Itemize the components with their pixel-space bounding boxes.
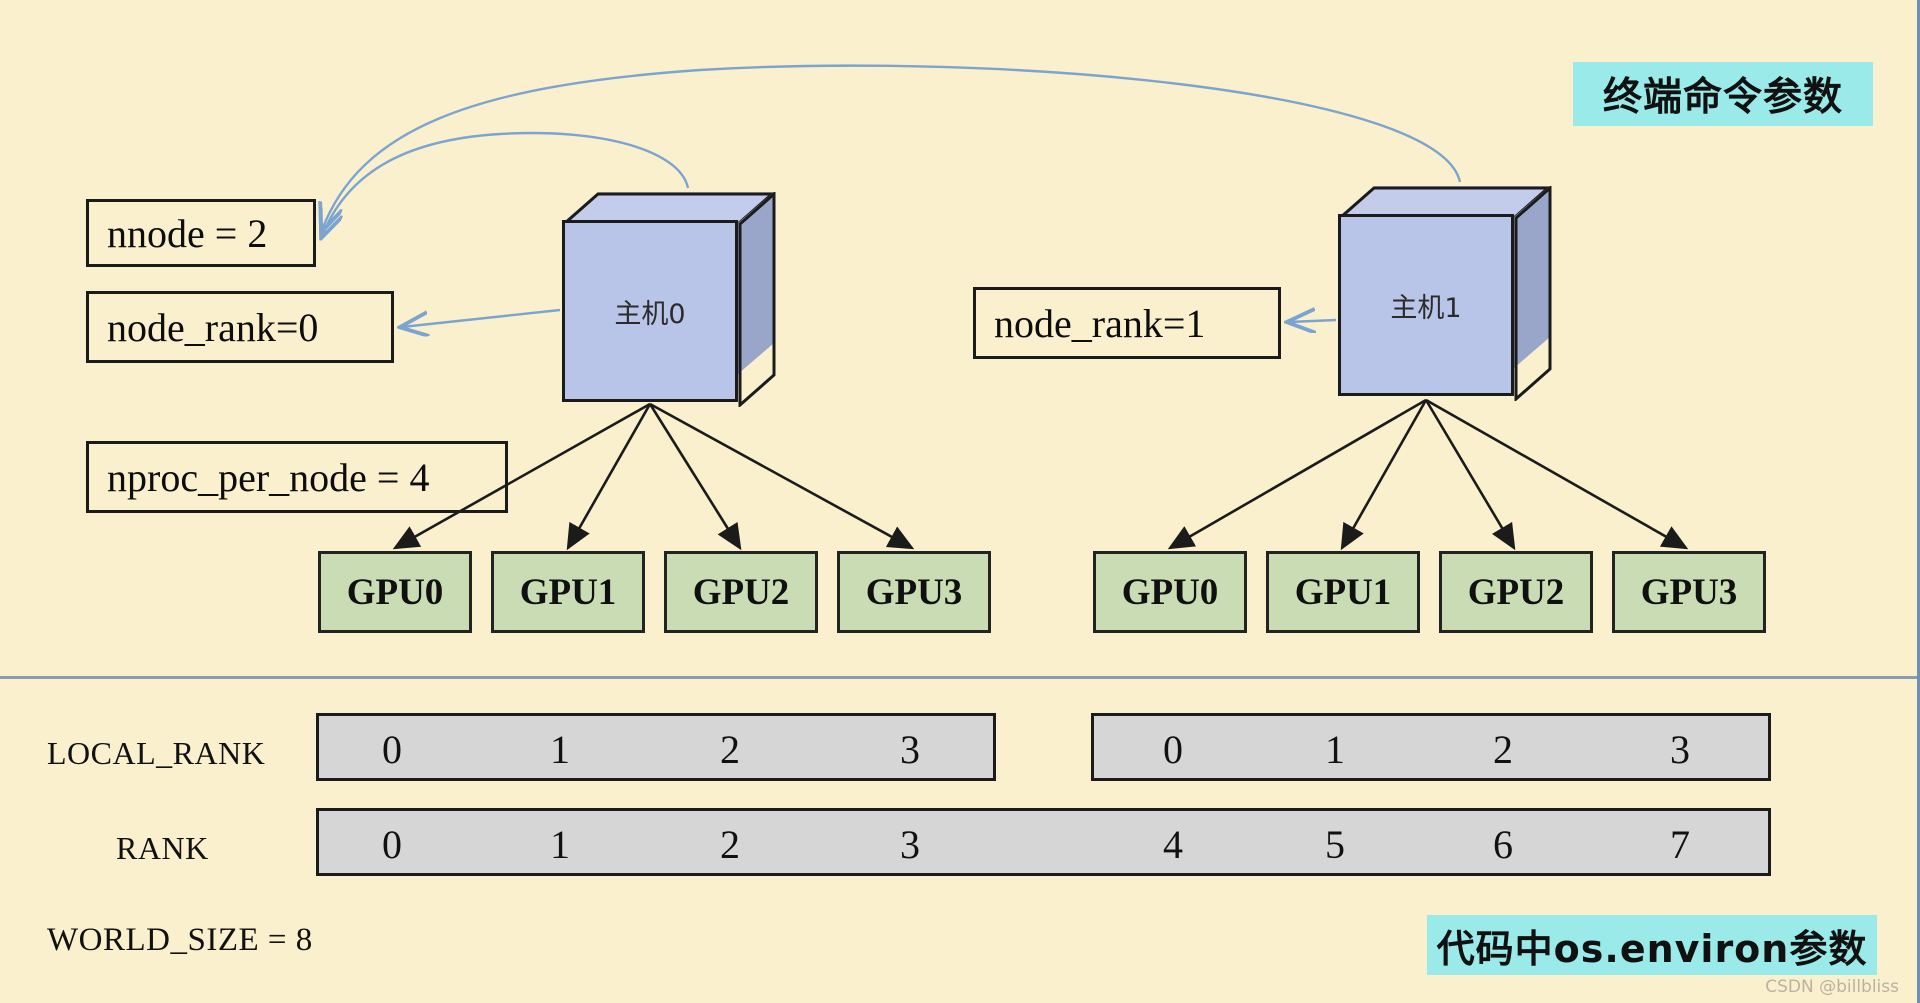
gpu-box-node0-2: GPU2 bbox=[664, 551, 818, 633]
gpu-box-node0-0: GPU0 bbox=[318, 551, 472, 633]
gpu-box-node0-3: GPU3 bbox=[837, 551, 991, 633]
badge-environ-params: 代码中os.environ参数 bbox=[1427, 915, 1877, 975]
host-label-1: 主机1 bbox=[1338, 214, 1514, 396]
cell-local-rank-n0-2: 2 bbox=[720, 727, 740, 772]
cell-local-rank-n0-3: 3 bbox=[900, 727, 920, 772]
row-label-local-rank: LOCAL_RANK bbox=[47, 735, 266, 771]
param-box-nproc-per-node: nproc_per_node = 4 bbox=[86, 441, 508, 513]
param-box-nnode: nnode = 2 bbox=[86, 199, 316, 267]
gpu-box-node1-3: GPU3 bbox=[1612, 551, 1766, 633]
wire-host1-to-noderank1 bbox=[1289, 320, 1337, 322]
cell-rank-n0-3: 3 bbox=[900, 822, 920, 867]
cell-rank-n1-3: 7 bbox=[1670, 822, 1690, 867]
wire-host1-gpu1 bbox=[1340, 399, 1428, 551]
cell-rank-n1-0: 4 bbox=[1163, 822, 1183, 867]
host-box-side-outline bbox=[1514, 186, 1552, 401]
gpu-box-node1-2: GPU2 bbox=[1439, 551, 1593, 633]
cell-rank-n1-2: 6 bbox=[1493, 822, 1513, 867]
rank-bar-local-rank-node0 bbox=[316, 713, 996, 781]
row-label-rank: RANK bbox=[116, 830, 209, 866]
wire-host1-gpu2 bbox=[1424, 399, 1516, 551]
host-label-0: 主机0 bbox=[562, 220, 738, 402]
world-size-label: WORLD_SIZE = 8 bbox=[47, 922, 313, 958]
cell-local-rank-n0-0: 0 bbox=[382, 727, 402, 772]
section-divider bbox=[0, 676, 1917, 679]
wire-host0-gpu2 bbox=[648, 403, 742, 551]
rank-bar-local-rank-node1 bbox=[1091, 713, 1771, 781]
param-box-node-rank-1: node_rank=1 bbox=[973, 287, 1281, 359]
gpu-box-node1-1: GPU1 bbox=[1266, 551, 1420, 633]
rank-bar-rank-all bbox=[316, 808, 1771, 876]
host-box-0: 主机0 bbox=[562, 192, 776, 407]
host-box-1: 主机1 bbox=[1338, 186, 1552, 401]
cell-local-rank-n1-0: 0 bbox=[1163, 727, 1183, 772]
wire-host1-gpu0 bbox=[1167, 398, 1427, 550]
cell-rank-n0-2: 2 bbox=[720, 822, 740, 867]
param-box-node-rank-0: node_rank=0 bbox=[86, 291, 394, 363]
cell-local-rank-n1-3: 3 bbox=[1670, 727, 1690, 772]
cell-local-rank-n0-1: 1 bbox=[550, 727, 570, 772]
watermark-text: CSDN @billbliss bbox=[1765, 977, 1899, 997]
cell-local-rank-n1-1: 1 bbox=[1325, 727, 1345, 772]
wire-host1-to-nnode bbox=[322, 64, 1462, 230]
wire-host0-to-noderank0 bbox=[402, 308, 561, 327]
gpu-box-node1-0: GPU0 bbox=[1093, 551, 1247, 633]
wire-host0-gpu1 bbox=[566, 403, 652, 551]
wire-host0-gpu3 bbox=[649, 402, 915, 550]
badge-terminal-params: 终端命令参数 bbox=[1573, 62, 1873, 126]
cell-local-rank-n1-2: 2 bbox=[1493, 727, 1513, 772]
wire-host1-gpu3 bbox=[1425, 398, 1689, 550]
cell-rank-n0-1: 1 bbox=[550, 822, 570, 867]
cell-rank-n1-1: 5 bbox=[1325, 822, 1345, 867]
cell-rank-n0-0: 0 bbox=[382, 822, 402, 867]
gpu-box-node0-1: GPU1 bbox=[491, 551, 645, 633]
host-box-side-outline bbox=[738, 192, 776, 407]
